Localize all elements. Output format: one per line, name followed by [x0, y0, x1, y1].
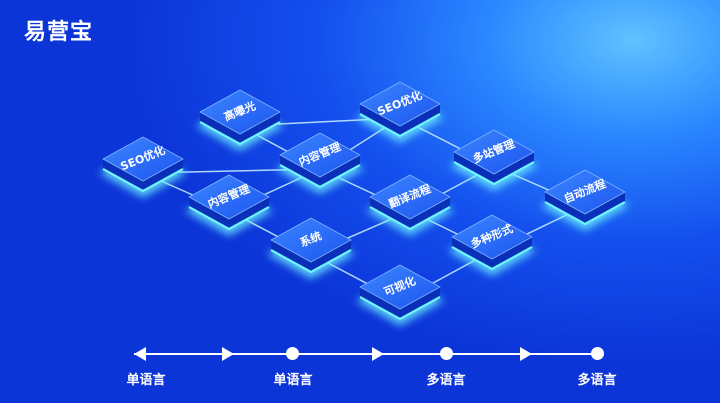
timeline-line — [134, 353, 598, 355]
diagram-node: 翻译流程 — [366, 174, 454, 236]
timeline-arrow-3 — [520, 347, 532, 361]
diagram-node: 系统 — [267, 217, 355, 279]
timeline-dot-1 — [285, 347, 299, 360]
timeline-label-2: 单语言 — [273, 373, 313, 388]
diagram-node: 多站管理 — [450, 129, 538, 191]
timeline-dot-3 — [590, 347, 604, 360]
timeline-label-3: 多语言 — [426, 373, 466, 388]
timeline-arrow-1 — [222, 347, 234, 361]
diagram-node: 内容管理 — [185, 174, 273, 236]
diagram-node: SEO优化 — [99, 136, 187, 198]
diagram-node: SEO优化 — [356, 81, 444, 143]
diagram-node: 高曝光 — [196, 89, 284, 151]
timeline-dot-2 — [439, 347, 453, 360]
timeline-label-1: 单语言 — [126, 373, 166, 388]
timeline-arrow-2 — [372, 347, 384, 361]
timeline-label-4: 多语言 — [577, 373, 617, 388]
diagram-node: 多种形式 — [448, 214, 536, 276]
diagram-node: 可视化 — [356, 264, 444, 326]
page-title: 易营宝 — [24, 20, 94, 45]
diagram-node: 自动流程 — [541, 169, 629, 231]
diagram-node: 内容管理 — [276, 132, 364, 194]
timeline-arrow-start — [134, 347, 146, 361]
